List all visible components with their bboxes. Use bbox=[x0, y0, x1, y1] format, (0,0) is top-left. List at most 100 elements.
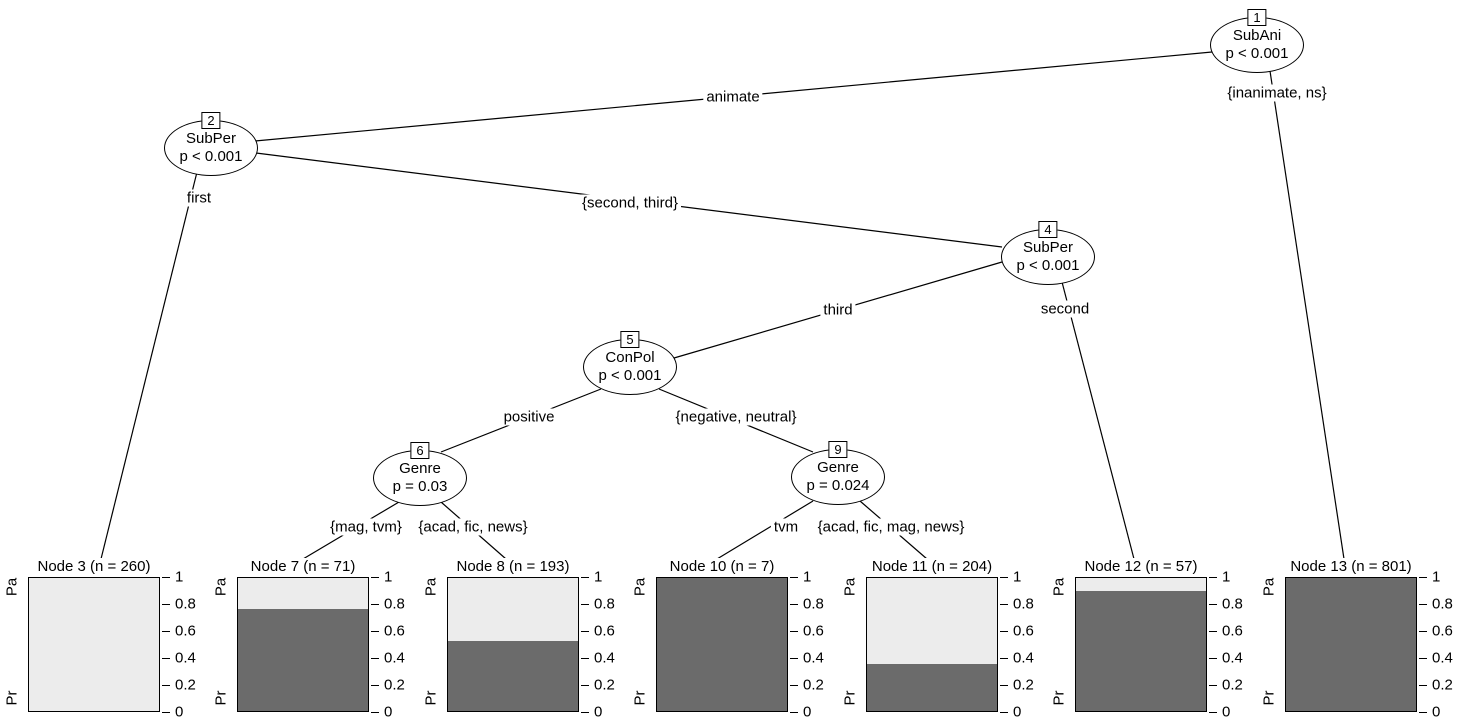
p-value: p < 0.001 bbox=[598, 367, 662, 384]
y-axis-bottom-label: Pr bbox=[631, 690, 649, 706]
axis-tick bbox=[581, 658, 589, 659]
node-id-badge: 4 bbox=[1038, 221, 1058, 238]
axis-tick-label: 0 bbox=[384, 703, 393, 721]
y-axis-top-label: Pa bbox=[3, 577, 21, 597]
bar-segment-pr bbox=[867, 664, 997, 711]
edge-label-first: first bbox=[183, 189, 215, 207]
axis-tick bbox=[371, 658, 379, 659]
axis-tick-label: 1 bbox=[594, 568, 603, 586]
axis-tick-label: 0.2 bbox=[1013, 676, 1034, 694]
axis-tick-label: 0.2 bbox=[1222, 676, 1243, 694]
axis-tick-label: 0.2 bbox=[803, 676, 824, 694]
axis-tick bbox=[162, 658, 170, 659]
axis-tick bbox=[1209, 712, 1217, 713]
axis-tick bbox=[1000, 604, 1008, 605]
axis-tick bbox=[1209, 604, 1217, 605]
y-axis-bottom-label: Pr bbox=[1260, 690, 1278, 706]
axis-tick bbox=[1000, 685, 1008, 686]
axis-tick-label: 1 bbox=[803, 568, 812, 586]
axis-tick-label: 0.4 bbox=[384, 649, 405, 667]
p-value: p = 0.024 bbox=[806, 477, 870, 494]
axis-tick bbox=[790, 658, 798, 659]
y-axis-top-label: Pa bbox=[422, 577, 440, 597]
axis-tick-label: 1 bbox=[384, 568, 393, 586]
axis-tick-label: 0.8 bbox=[1222, 595, 1243, 613]
axis-tick-label: 0.4 bbox=[803, 649, 824, 667]
axis-tick bbox=[790, 604, 798, 605]
terminal-title: Node 13 (n = 801) bbox=[1288, 558, 1414, 575]
y-axis-top-label: Pa bbox=[841, 577, 859, 597]
axis-tick-label: 0.8 bbox=[594, 595, 615, 613]
p-value: p < 0.001 bbox=[1016, 257, 1080, 274]
axis-tick-label: 0 bbox=[803, 703, 812, 721]
node-id-badge: 9 bbox=[828, 441, 848, 458]
p-value: p < 0.001 bbox=[1225, 45, 1289, 62]
axis-tick-label: 0 bbox=[175, 703, 184, 721]
axis-tick-label: 0.6 bbox=[803, 622, 824, 640]
node-id-badge: 6 bbox=[410, 442, 430, 459]
edge-label-third: third bbox=[820, 301, 856, 319]
axis-tick-label: 0.4 bbox=[1222, 649, 1243, 667]
terminal-title: Node 8 (n = 193) bbox=[454, 558, 572, 575]
y-axis-bottom-label: Pr bbox=[422, 690, 440, 706]
tree-node-9-genre: 9 Genre p = 0.024 bbox=[791, 441, 885, 505]
axis-tick bbox=[162, 712, 170, 713]
axis-tick-label: 0.2 bbox=[384, 676, 405, 694]
axis-tick bbox=[1419, 685, 1427, 686]
edge-label-second: second bbox=[1037, 300, 1093, 318]
y-axis-top-label: Pa bbox=[212, 577, 230, 597]
stacked-bar bbox=[237, 577, 369, 712]
axis-tick bbox=[1419, 604, 1427, 605]
axis-tick bbox=[581, 685, 589, 686]
axis-tick bbox=[581, 577, 589, 578]
terminal-title: Node 3 (n = 260) bbox=[35, 558, 153, 575]
axis-tick-label: 1 bbox=[1222, 568, 1231, 586]
y-axis-bottom-label: Pr bbox=[3, 690, 21, 706]
stacked-bar bbox=[656, 577, 788, 712]
axis-tick bbox=[1419, 577, 1427, 578]
edge-label-mag-tvm: {mag, tvm} bbox=[327, 518, 405, 536]
axis-tick-label: 0 bbox=[1222, 703, 1231, 721]
p-value: p < 0.001 bbox=[179, 148, 243, 165]
stacked-bar bbox=[866, 577, 998, 712]
axis-tick-label: 0.8 bbox=[1432, 595, 1453, 613]
axis-tick bbox=[1209, 577, 1217, 578]
axis-tick bbox=[1209, 685, 1217, 686]
edge-label-second-third: {second, third} bbox=[579, 194, 681, 212]
p-value: p = 0.03 bbox=[392, 478, 448, 495]
stacked-bar bbox=[28, 577, 160, 712]
axis-tick bbox=[790, 577, 798, 578]
terminal-title: Node 12 (n = 57) bbox=[1082, 558, 1200, 575]
y-axis-top-label: Pa bbox=[1050, 577, 1068, 597]
split-variable: ConPol bbox=[605, 349, 655, 366]
node-id-badge: 1 bbox=[1247, 9, 1267, 26]
bar-segment-pr bbox=[1076, 591, 1206, 711]
axis-tick bbox=[162, 631, 170, 632]
axis-tick-label: 1 bbox=[175, 568, 184, 586]
bar-segment-pr bbox=[448, 640, 578, 711]
tree-node-4-subper: 4 SubPer p < 0.001 bbox=[1001, 221, 1095, 285]
tree-node-6-genre: 6 Genre p = 0.03 bbox=[373, 442, 467, 506]
axis-tick bbox=[790, 685, 798, 686]
axis-tick bbox=[1419, 712, 1427, 713]
tree-node-5-conpol: 5 ConPol p < 0.001 bbox=[583, 331, 677, 395]
split-variable: Genre bbox=[399, 460, 441, 477]
edge-label-acad-fic-news: {acad, fic, news} bbox=[415, 518, 531, 536]
edge-label-inanimate-ns: {inanimate, ns} bbox=[1224, 84, 1330, 102]
axis-tick bbox=[1000, 658, 1008, 659]
edge-label-negative-neutral: {negative, neutral} bbox=[672, 408, 800, 426]
edge-label-tvm: tvm bbox=[770, 518, 802, 536]
axis-tick-label: 0.6 bbox=[1432, 622, 1453, 640]
stacked-bar bbox=[1285, 577, 1417, 712]
edge-label-animate: animate bbox=[703, 88, 763, 106]
